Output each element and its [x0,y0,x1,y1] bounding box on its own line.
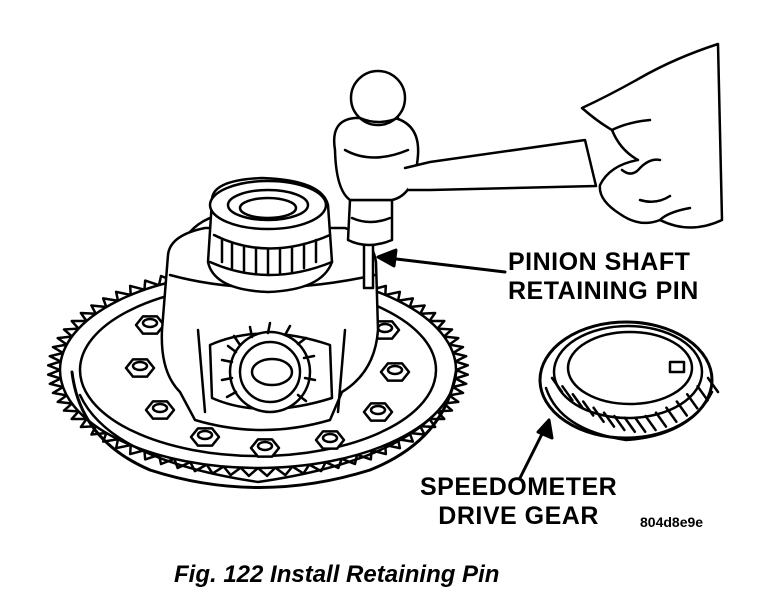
callout-arrows [376,248,554,480]
ring-gear-tooth [418,311,437,323]
ring-gear-tooth [408,304,426,316]
callout-line: PINION SHAFT [508,248,691,276]
ring-gear-tooth [189,460,209,473]
ring-gear-tooth [51,385,68,397]
ring-gear-tooth [340,453,359,466]
ring-gear-tooth [442,335,460,346]
ring-gear-tooth [324,457,343,470]
ring-gear-tooth [396,431,415,443]
ring-gear-tooth [451,351,468,363]
speedometer-gear-tooth [602,411,616,428]
ring-gear-tooth [48,377,65,389]
bolt-head [379,362,411,382]
ring-gear-tooth [173,457,192,470]
speedometer-gear-tooth [675,400,689,417]
ring-gear-tooth [101,297,120,309]
ring-gear-tooth [448,385,465,397]
bolt-head [144,400,176,420]
speedometer-gear-tooth [654,411,668,428]
bolt-head [362,402,394,422]
ring-gear-tooth [384,290,402,302]
speedometer-drive-gear-label: SPEEDOMETER DRIVE GEAR [420,473,617,531]
speedometer-gear-tooth [706,376,720,394]
ring-gear-tooth [436,327,454,338]
ring-gear-tooth [62,402,80,413]
figure-caption: Fig. 122 Install Retaining Pin [174,561,500,588]
ring-gear-tooth [453,368,470,380]
speedometer-gear-tooth [613,414,626,432]
ring-gear-tooth [51,343,68,355]
ring-gear-tooth [114,290,132,302]
ring-gear-tooth [48,351,65,363]
ring-gear-tooth [396,297,415,309]
side-bearing [206,176,334,294]
speedometer-drive-gear [538,320,720,442]
ring-gear-tooth [56,394,74,405]
ring-gear-tooth [448,343,465,355]
ring-gear-tooth [453,360,470,372]
ring-gear-tooth [70,319,88,330]
image-code: 804d8e9e [640,514,704,530]
ring-gear-tooth [46,360,63,372]
hammer [332,69,598,247]
speedometer-gear-tooth [633,416,647,434]
ring-gear-tooth [143,279,161,291]
ring-gear-tooth [442,394,460,405]
speedometer-gear-tooth [571,393,585,410]
speedometer-gear-tooth [685,393,699,410]
ring-gear-tooth [222,465,242,477]
speedometer-gear-tooth [623,416,637,434]
ring-gear-tooth [239,466,260,478]
ring-gear-tooth [451,377,468,389]
ring-gear-tooth [428,319,446,330]
hand [580,42,724,229]
bolt-head [249,438,281,458]
ring-gear-tooth [256,466,277,478]
speedometer-gear-tooth [665,406,678,423]
ring-gear-tooth [56,335,74,346]
bolt-head [314,430,346,450]
pinion-shaft-retaining-pin-label: PINION SHAFT RETAINING PIN [508,248,699,306]
ring-gear-tooth [101,431,120,443]
ring-gear-tooth [70,410,88,421]
speedometer-gear-tooth [581,400,595,417]
bolt-head [134,315,166,335]
speedometer-gear-tooth [696,385,709,402]
ring-gear-tooth [62,327,80,338]
speedometer-gear-tooth [550,376,564,394]
ring-gear-tooth [274,465,294,477]
ring-gear-tooth [46,368,63,380]
callout-line: RETAINING PIN [508,277,699,305]
differential-case [160,210,380,432]
ring-gear-tooth [114,438,132,450]
speedometer-gear-tooth [561,385,574,402]
ring-gear-tooth [79,311,98,323]
ring-gear-tooth [418,417,437,429]
callout-line: SPEEDOMETER [420,473,618,501]
ring-gear-tooth [128,284,146,297]
speedometer-gear-tooth [592,406,605,423]
bolt-head [124,358,156,378]
bolt-head [189,427,221,447]
speedometer-gear-tooth [644,414,657,432]
callout-line: DRIVE GEAR [438,502,599,530]
ring-gear-tooth [128,443,146,456]
ring-gear-tooth [90,304,108,316]
